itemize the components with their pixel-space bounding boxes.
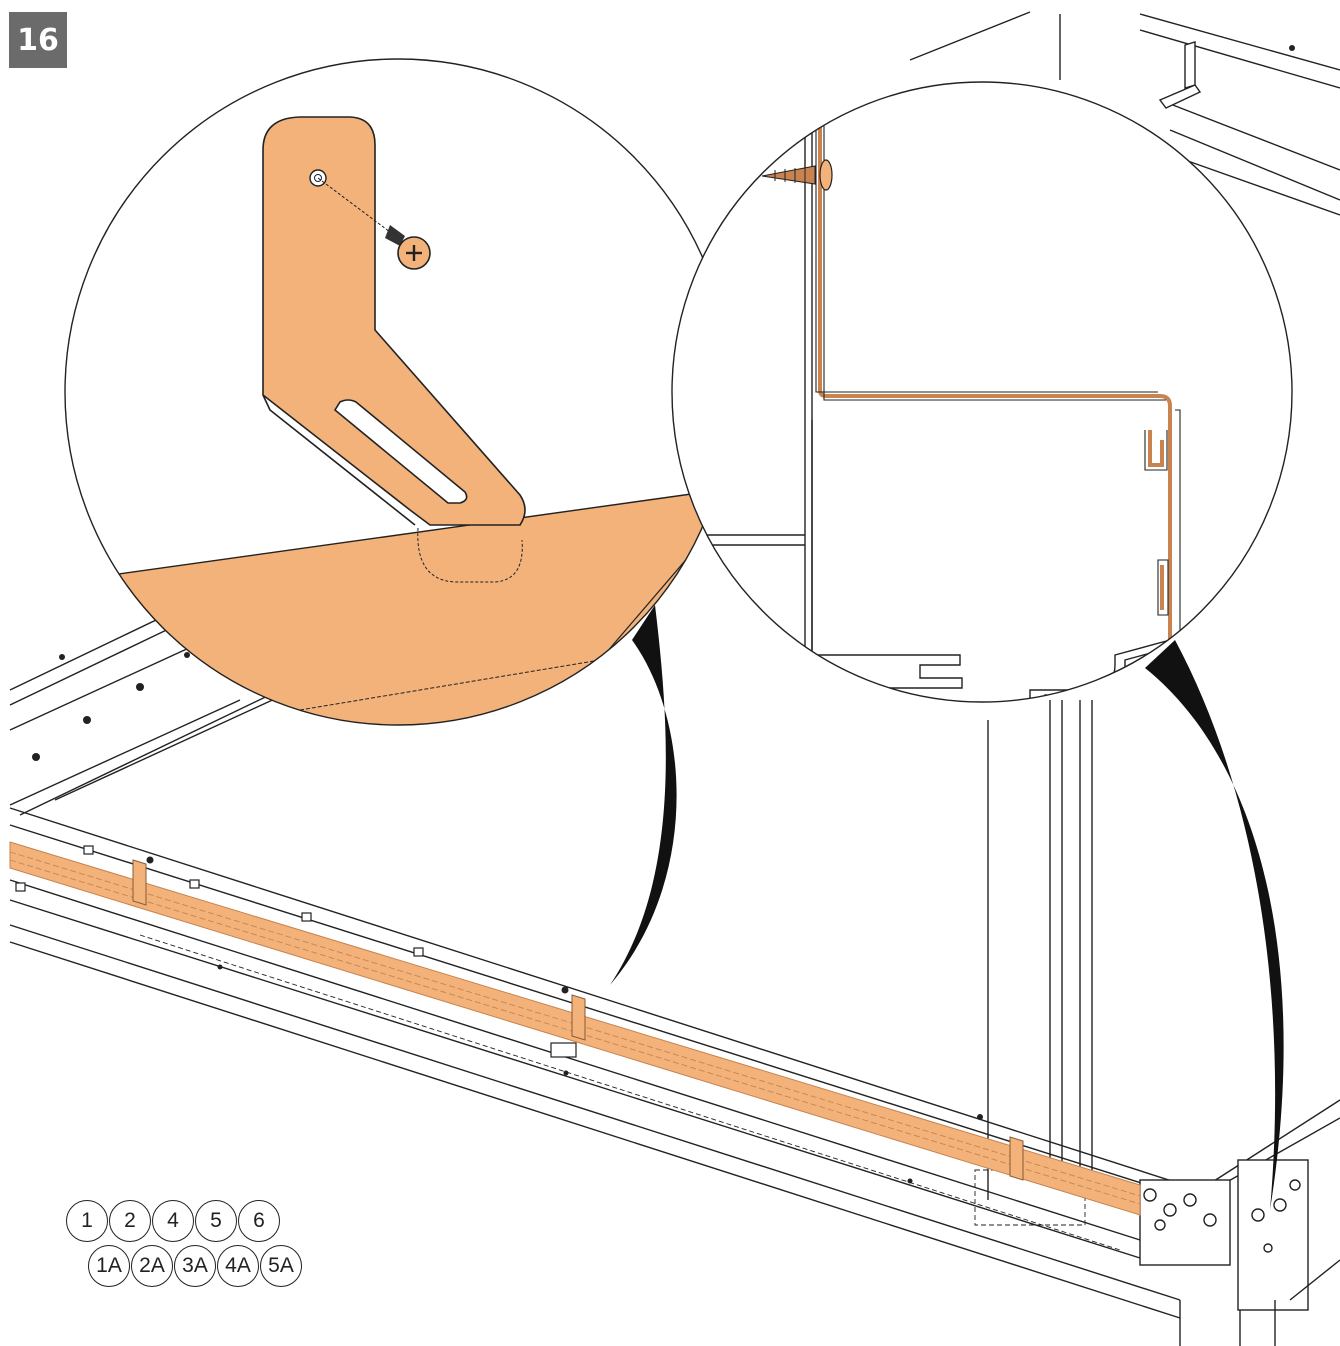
callout-pointers	[610, 605, 1284, 1210]
part-label: 2	[109, 1200, 151, 1242]
highlighted-base-bar	[9, 841, 1141, 1216]
part-label: 5	[195, 1200, 237, 1242]
part-label: 1A	[88, 1245, 130, 1287]
corner-bolts	[1143, 1179, 1301, 1253]
part-label: 5A	[260, 1245, 302, 1287]
part-label: 6	[238, 1200, 280, 1242]
parts-row-1: 1 2 4 5 6	[66, 1200, 281, 1242]
screw-icon	[385, 225, 431, 270]
detail-profile-section	[671, 81, 1293, 703]
part-label: 2A	[131, 1245, 173, 1287]
l-bracket-icon	[262, 116, 526, 583]
frame-clips	[15, 845, 577, 1058]
detail-bracket-closeup	[64, 58, 732, 726]
part-label: 3A	[174, 1245, 216, 1287]
screw-icon	[679, 565, 719, 581]
parts-row-2: 1A 2A 3A 4A 5A	[88, 1245, 303, 1287]
part-label: 4	[152, 1200, 194, 1242]
frame-bolts	[32, 45, 1295, 1184]
part-label: 4A	[217, 1245, 259, 1287]
part-label: 1	[66, 1200, 108, 1242]
screw-icon	[761, 159, 833, 191]
step-number-badge: 16	[9, 12, 67, 68]
